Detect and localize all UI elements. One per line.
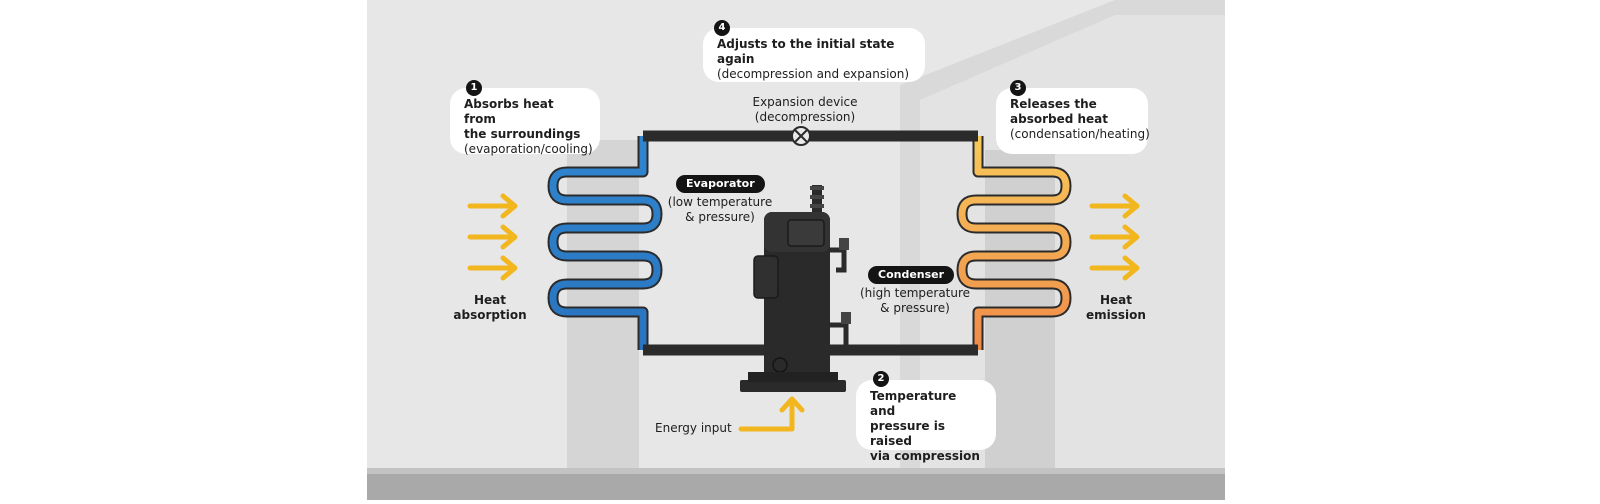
heat-absorption-arrows: [467, 193, 518, 281]
step2-callout: Temperature and pressure is raised via c…: [856, 380, 996, 463]
heat-emission-label: Heat emission: [1074, 293, 1158, 323]
step2-title-line2: pressure is raised: [870, 419, 945, 448]
expansion-device-line2: (decompression): [754, 110, 856, 124]
heat-emission-arrows: [1089, 193, 1140, 281]
right-arrow-icon: [467, 193, 518, 219]
evaporator-label: Evaporator: [676, 175, 765, 193]
condenser-detail-line2: & pressure): [880, 301, 950, 315]
energy-input-arrow-icon: [738, 396, 805, 432]
step1-title-line2: the surroundings: [464, 127, 581, 141]
heat-emission-line1: Heat: [1099, 293, 1132, 307]
heat-emission-line2: emission: [1086, 308, 1146, 322]
condenser-coil: [958, 136, 1070, 350]
step2-title-line3: via compression: [870, 449, 980, 463]
expansion-device-line1: Expansion device: [752, 95, 858, 109]
step2-number-badge: 2: [873, 371, 889, 387]
floor: [367, 472, 1225, 500]
right-arrow-icon: [1089, 255, 1140, 281]
condenser-label: Condenser: [868, 266, 955, 284]
step3-callout: Releases the absorbed heat (condensation…: [996, 88, 1150, 154]
step4-detail: (decompression and expansion): [717, 67, 910, 81]
right-arrow-icon: [467, 255, 518, 281]
step1-callout: Absorbs heat from the surroundings (evap…: [450, 88, 600, 156]
step1-number-badge: 1: [466, 80, 482, 96]
right-arrow-icon: [1089, 193, 1140, 219]
heat-absorption-line2: absorption: [453, 308, 527, 322]
floor-edge: [367, 468, 1225, 474]
evaporator-coil: [549, 136, 661, 350]
step3-title-line2: absorbed heat: [1010, 112, 1109, 126]
condenser-detail-line1: (high temperature: [859, 286, 971, 300]
step4-callout: Adjusts to the initial state again (deco…: [703, 28, 925, 82]
right-arrow-icon: [1089, 224, 1140, 250]
evaporator-detail: (low temperature & pressure): [660, 195, 780, 225]
right-arrow-icon: [467, 224, 518, 250]
heat-absorption-label: Heat absorption: [448, 293, 532, 323]
step3-detail: (condensation/heating): [1010, 127, 1150, 141]
evaporator-detail-line2: & pressure): [685, 210, 755, 224]
expansion-device-label: Expansion device (decompression): [740, 95, 870, 125]
condenser-detail: (high temperature & pressure): [850, 286, 980, 316]
compressor-icon: [740, 185, 851, 392]
step4-number-badge: 4: [714, 20, 730, 36]
energy-input-label: Energy input: [655, 421, 732, 435]
step3-number-badge: 3: [1010, 80, 1026, 96]
evaporator-detail-line1: (low temperature: [667, 195, 773, 209]
step3-title-line1: Releases the: [1010, 97, 1097, 111]
step4-title: Adjusts to the initial state again: [717, 37, 895, 66]
step1-detail: (evaporation/cooling): [464, 142, 593, 156]
step1-title-line1: Absorbs heat from: [464, 97, 554, 126]
step2-title-line1: Temperature and: [870, 389, 957, 418]
heat-absorption-line1: Heat: [473, 293, 506, 307]
